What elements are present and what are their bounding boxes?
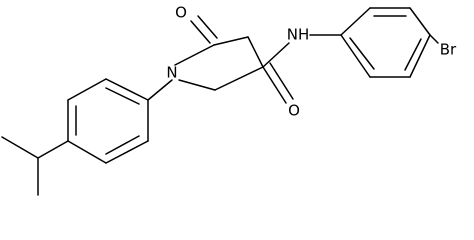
amide-oxygen-label: O	[288, 102, 300, 120]
left-ring-double-3	[105, 135, 140, 155]
c3-amide-c-bond	[262, 66, 287, 104]
left-ring-double-1	[105, 87, 140, 105]
right-ring-bond-4	[409, 34, 431, 78]
left-ring-bond-4	[67, 140, 107, 164]
ketone-double-bond-inner	[197, 15, 218, 39]
n-c5-bond	[174, 44, 215, 66]
c4-c3-bond	[247, 36, 264, 68]
ring-nitrogen-label: N	[166, 64, 177, 82]
amide-double-bond-inner	[269, 62, 294, 100]
isopropyl-methyl-left	[1, 136, 39, 159]
right-ring-bond-6	[340, 34, 371, 78]
c3-c2-bond	[214, 66, 264, 91]
ring-isopropyl-bond	[37, 140, 69, 159]
ring-bromine-bond	[429, 34, 439, 44]
right-ring-double-3	[349, 37, 375, 70]
bromine-label: Br	[440, 41, 457, 59]
left-ring-bond-1	[105, 78, 149, 101]
c2-n-bond	[178, 79, 216, 91]
left-ring-bond-2	[67, 78, 107, 101]
ketone-oxygen-label: O	[175, 4, 187, 22]
right-ring-bond-3	[409, 7, 431, 36]
ketone-double-bond-outer	[190, 20, 211, 44]
left-ring-bond-5	[105, 140, 149, 164]
amide-nitrogen-label: NH	[287, 26, 310, 44]
molecule-diagram: O N NH O Br	[1, 3, 458, 196]
n-aryl-bond	[147, 79, 173, 101]
c3-amide-n-bond	[262, 42, 290, 68]
right-ring-double-2	[404, 38, 422, 71]
right-ring-bond-1	[340, 7, 371, 36]
molecule-structure: O N NH O Br	[1, 4, 457, 196]
c5-c4-bond	[213, 36, 249, 46]
